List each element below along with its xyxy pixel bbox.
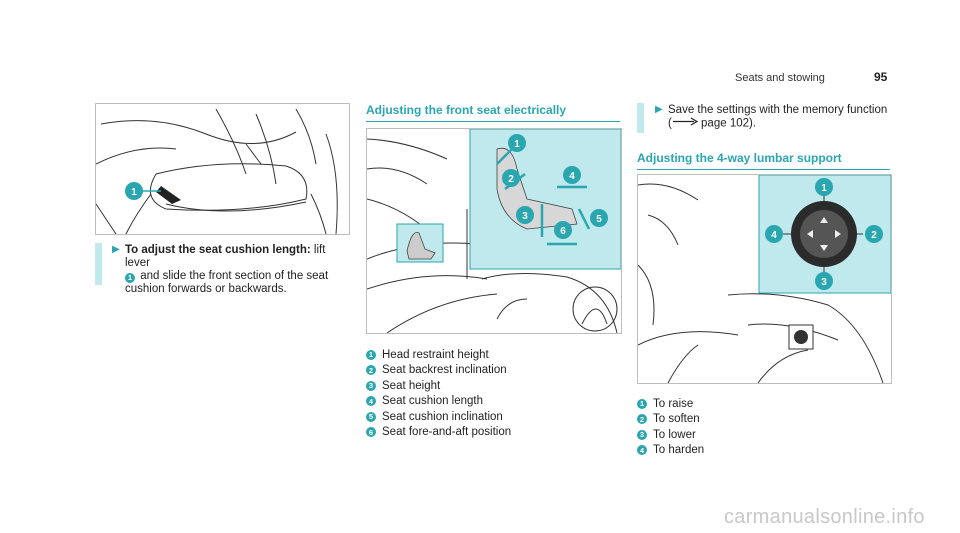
step-text: Save the settings with the memory functi… bbox=[668, 104, 888, 116]
step-text: and slide the front section of the seat bbox=[137, 270, 329, 282]
memory-step: Save the settings with the memory functi… bbox=[668, 104, 893, 131]
figure-badge: 1 bbox=[131, 187, 137, 198]
legend-badge: 3 bbox=[366, 380, 376, 391]
legend-item: 2 Seat backrest inclination bbox=[366, 363, 511, 379]
section-title: Seats and stowing bbox=[735, 72, 825, 84]
legend-badge: 1 bbox=[366, 349, 376, 360]
page-ref-link[interactable]: page 102). bbox=[697, 117, 757, 130]
step-marker-bar bbox=[95, 243, 102, 285]
figure-badge: 1 bbox=[821, 183, 827, 194]
front-seat-figure: 1 2 3 4 5 6 bbox=[366, 128, 622, 334]
legend-label: Seat height bbox=[382, 379, 441, 392]
legend-item: 1 To raise bbox=[637, 396, 704, 412]
legend-badge: 2 bbox=[637, 414, 647, 425]
legend-item: 3 Seat height bbox=[366, 378, 511, 394]
lumbar-legend: 1 To raise 2 To soften 3 To lower 4 To harde… bbox=[637, 396, 704, 458]
lumbar-support-heading: Adjusting the 4-way lumbar support bbox=[637, 151, 890, 170]
figure-badge: 3 bbox=[522, 211, 528, 222]
legend-label: Seat backrest inclination bbox=[382, 364, 507, 377]
step-arrow-icon: ▶ bbox=[655, 104, 663, 115]
legend-item: 5 Seat cushion inclination bbox=[366, 409, 511, 425]
figure-badge: 3 bbox=[821, 277, 827, 288]
step-marker-bar bbox=[637, 103, 644, 133]
legend-label: Head restraint height bbox=[382, 348, 489, 361]
figure-badge: 1 bbox=[514, 139, 520, 150]
step-arrow-icon: ▶ bbox=[112, 244, 120, 255]
legend-label: To harden bbox=[653, 444, 705, 457]
figure-badge: 2 bbox=[508, 174, 514, 185]
legend-badge: 1 bbox=[637, 398, 647, 409]
legend-label: Seat cushion inclination bbox=[382, 410, 503, 423]
legend-label: To raise bbox=[653, 397, 694, 410]
legend-badge: 4 bbox=[637, 445, 647, 456]
legend-badge: 2 bbox=[366, 365, 376, 376]
figure-badge: 6 bbox=[560, 226, 566, 237]
legend-item: 1 Head restraint height bbox=[366, 347, 511, 363]
watermark: carmanualsonline.info bbox=[724, 506, 925, 528]
figure-badge: 5 bbox=[596, 214, 602, 225]
seat-cushion-figure: 1 bbox=[95, 103, 350, 235]
legend-label: To lower bbox=[653, 428, 696, 441]
step-text: lift lever bbox=[125, 244, 326, 269]
step-text: cushion forwards or backwards. bbox=[125, 283, 287, 295]
legend-item: 6 Seat fore-and-aft position bbox=[366, 425, 511, 441]
legend-badge: 4 bbox=[366, 396, 376, 407]
seat-cushion-step: To adjust the seat cushion length: lift … bbox=[125, 244, 350, 296]
front-seat-legend: 1 Head restraint height 2 Seat backrest in… bbox=[366, 347, 511, 440]
legend-label: To soften bbox=[653, 413, 700, 426]
legend-badge: 6 bbox=[366, 427, 376, 438]
legend-item: 4 Seat cushion length bbox=[366, 394, 511, 410]
legend-label: Seat cushion length bbox=[382, 395, 484, 408]
step-text: ( bbox=[668, 117, 672, 130]
figure-badge: 2 bbox=[871, 230, 877, 241]
figure-badge: 4 bbox=[771, 230, 777, 241]
legend-item: 2 To soften bbox=[637, 412, 704, 428]
step-heading: To adjust the seat cushion length: bbox=[125, 244, 311, 256]
lever-badge: 1 bbox=[125, 272, 135, 283]
legend-label: Seat fore-and-aft position bbox=[382, 426, 512, 439]
page-number: 95 bbox=[874, 70, 888, 84]
legend-item: 4 To harden bbox=[637, 443, 704, 459]
figure-badge: 4 bbox=[569, 171, 575, 182]
legend-badge: 5 bbox=[366, 411, 376, 422]
front-seat-heading: Adjusting the front seat electrically bbox=[366, 103, 620, 122]
page-ref-arrow-icon bbox=[672, 117, 699, 130]
legend-item: 3 To lower bbox=[637, 427, 704, 443]
lumbar-support-figure: 1 2 3 4 bbox=[637, 174, 892, 384]
legend-badge: 3 bbox=[637, 429, 647, 440]
